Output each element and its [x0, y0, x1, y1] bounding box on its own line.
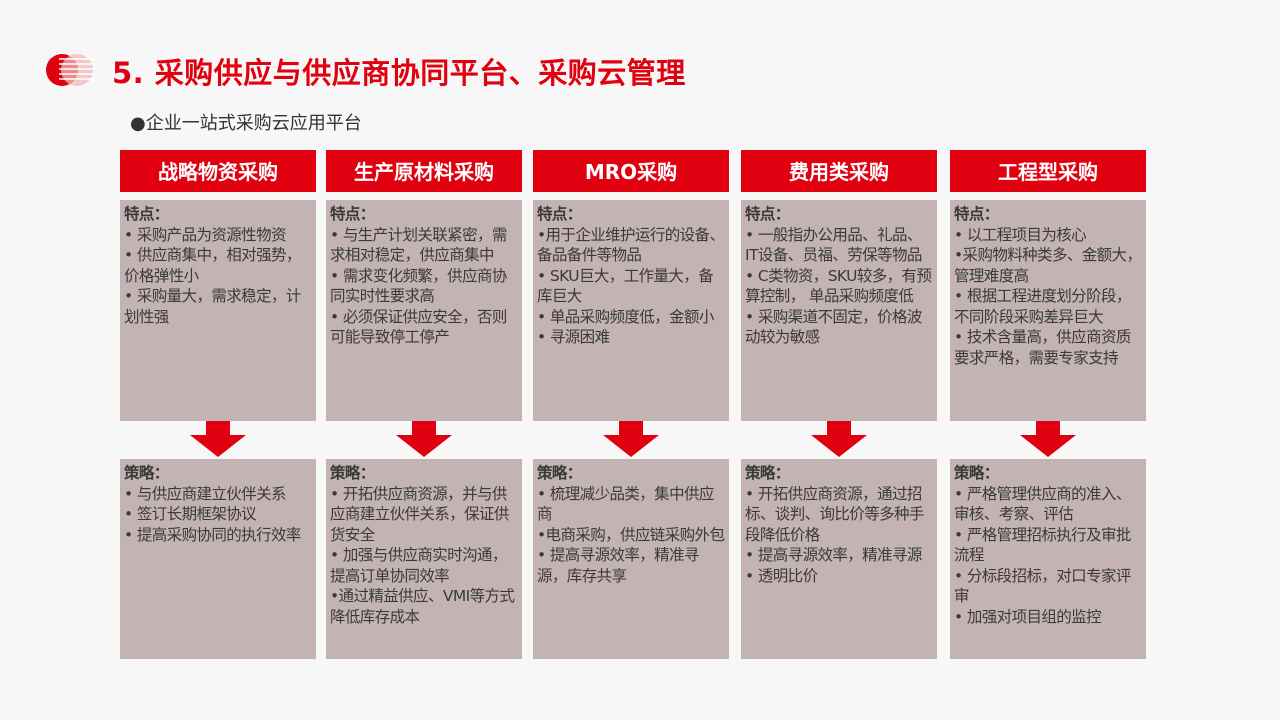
features-box: 特点： • 一般指办公用品、礼品、IT设备、员福、劳保等物品 • C类物资，SKU… — [741, 200, 937, 421]
strategies-label: 策略： — [954, 464, 999, 482]
features-text: • 一般指办公用品、礼品、IT设备、员福、劳保等物品 • C类物资，SKU较多，… — [745, 225, 932, 347]
procurement-column: MRO采购特点： •用于企业维护运行的设备、备品备件等物品 • SKU巨大，工作量… — [533, 150, 729, 659]
features-text: • 采购产品为资源性物资 • 供应商集中，相对强势，价格弹性小 • 采购量大，需… — [124, 225, 301, 326]
strategies-text: • 开拓供应商资源，通过招标、谈判、询比价等多种手段降低价格 • 提高寻源效率，… — [745, 484, 924, 585]
strategies-label: 策略： — [537, 464, 582, 482]
strategies-box: 策略： • 开拓供应商资源，并与供应商建立伙伴关系，保证供货安全 • 加强与供应商… — [326, 459, 522, 659]
features-text: •用于企业维护运行的设备、备品备件等物品 • SKU巨大，工作量大，备库巨大 •… — [537, 225, 725, 347]
strategies-text: • 梳理减少品类，集中供应商 •电商采购，供应链采购外包 • 提高寻源效率，精准… — [537, 484, 725, 585]
features-label: 特点： — [330, 205, 375, 223]
procurement-column: 生产原材料采购特点： • 与生产计划关联紧密，需求相对稳定，供应商集中 • 需求变… — [326, 150, 522, 659]
column-title: 生产原材料采购 — [326, 150, 522, 192]
down-arrow-icon — [1020, 421, 1076, 457]
strategies-label: 策略： — [745, 464, 790, 482]
features-text: • 以工程项目为核心 •采购物料种类多、金额大，管理难度高 • 根据工程进度划分… — [954, 225, 1142, 367]
strategies-box: 策略： • 梳理减少品类，集中供应商 •电商采购，供应链采购外包 • 提高寻源效率… — [533, 459, 729, 659]
features-box: 特点： • 以工程项目为核心 •采购物料种类多、金额大，管理难度高 • 根据工程进… — [950, 200, 1146, 421]
strategies-text: • 开拓供应商资源，并与供应商建立伙伴关系，保证供货安全 • 加强与供应商实时沟… — [330, 484, 515, 626]
column-title: MRO采购 — [533, 150, 729, 192]
strategies-label: 策略： — [124, 464, 169, 482]
features-label: 特点： — [537, 205, 582, 223]
strategies-text: • 与供应商建立伙伴关系 • 签订长期框架协议 • 提高采购协同的执行效率 — [124, 484, 301, 544]
procurement-column: 战略物资采购特点： • 采购产品为资源性物资 • 供应商集中，相对强势，价格弹性小… — [120, 150, 316, 659]
strategies-label: 策略： — [330, 464, 375, 482]
features-box: 特点： • 与生产计划关联紧密，需求相对稳定，供应商集中 • 需求变化频繁，供应商… — [326, 200, 522, 421]
features-label: 特点： — [124, 205, 169, 223]
down-arrow-icon — [396, 421, 452, 457]
page-title: 5. 采购供应与供应商协同平台、采购云管理 — [112, 56, 686, 90]
features-box: 特点： •用于企业维护运行的设备、备品备件等物品 • SKU巨大，工作量大，备库巨… — [533, 200, 729, 421]
features-label: 特点： — [745, 205, 790, 223]
strategies-box: 策略： • 开拓供应商资源，通过招标、谈判、询比价等多种手段降低价格 • 提高寻源… — [741, 459, 937, 659]
features-text: • 与生产计划关联紧密，需求相对稳定，供应商集中 • 需求变化频繁，供应商协同实… — [330, 225, 507, 347]
features-label: 特点： — [954, 205, 999, 223]
features-box: 特点： • 采购产品为资源性物资 • 供应商集中，相对强势，价格弹性小 • 采购量… — [120, 200, 316, 421]
strategies-box: 策略： • 严格管理供应商的准入、审核、考察、评估 • 严格管理招标执行及审批流程… — [950, 459, 1146, 659]
column-title: 工程型采购 — [950, 150, 1146, 192]
strategies-box: 策略： • 与供应商建立伙伴关系 • 签订长期框架协议 • 提高采购协同的执行效率 — [120, 459, 316, 659]
column-title: 费用类采购 — [741, 150, 937, 192]
page-subtitle: ●企业一站式采购云应用平台 — [130, 113, 362, 134]
down-arrow-icon — [811, 421, 867, 457]
column-title: 战略物资采购 — [120, 150, 316, 192]
procurement-column: 工程型采购特点： • 以工程项目为核心 •采购物料种类多、金额大，管理难度高 • … — [950, 150, 1146, 659]
down-arrow-icon — [603, 421, 659, 457]
procurement-column: 费用类采购特点： • 一般指办公用品、礼品、IT设备、员福、劳保等物品 • C类物… — [741, 150, 937, 659]
down-arrow-icon — [190, 421, 246, 457]
strategies-text: • 严格管理供应商的准入、审核、考察、评估 • 严格管理招标执行及审批流程 • … — [954, 484, 1131, 626]
logo-icon — [46, 54, 95, 86]
